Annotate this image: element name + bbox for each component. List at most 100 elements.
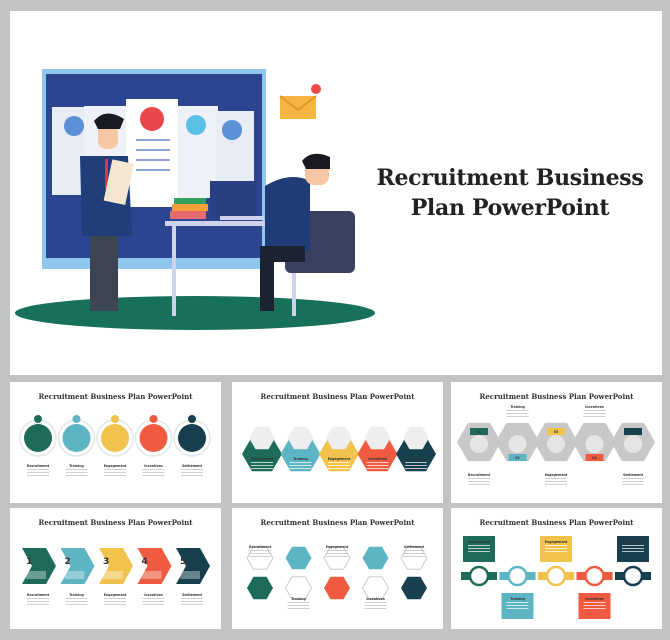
description-line (27, 604, 49, 605)
description-line (622, 478, 644, 479)
description-line (405, 468, 427, 469)
stage-label: Engagement (104, 593, 127, 597)
stage-engagement: Engagement (96, 415, 134, 476)
thumbnail-graphic: 1Recruitment2Training3Engagement4Incenti… (22, 548, 210, 605)
description-line (468, 478, 490, 479)
stage-label: Engagement (104, 464, 127, 468)
stage-label: Engagement (545, 540, 568, 544)
stage-incentives: Incentives (361, 546, 390, 609)
stage-label: Training (293, 457, 308, 461)
description-line (326, 550, 348, 551)
stage-training: Training (280, 426, 321, 472)
description-line (142, 472, 165, 473)
description-line (181, 604, 203, 605)
stage-number: 4 (142, 557, 148, 567)
stage-label: Recruitment (27, 464, 50, 468)
description-line (27, 598, 49, 599)
description-line (506, 608, 529, 609)
description-line (65, 472, 88, 473)
description-line (287, 605, 310, 606)
description-line (65, 601, 88, 602)
description-line (403, 553, 425, 554)
slide-thumbnail-circles[interactable]: Recruitment Training Engagement Incentives S… (10, 382, 221, 503)
description-line (142, 601, 165, 602)
description-line (104, 601, 126, 602)
description-line (506, 605, 529, 606)
description-line (366, 462, 389, 463)
description-line (506, 602, 529, 603)
description-line (583, 413, 606, 414)
thumbnail-title: Recruitment Business Plan PowerPoint (38, 392, 193, 401)
description-line (27, 475, 49, 476)
stage-label: Incentives (366, 597, 385, 601)
stage-label: Engagement (545, 473, 568, 477)
stage-label: Recruitment (468, 540, 491, 544)
thumbnail-title: Recruitment Business Plan PowerPoint (479, 392, 634, 401)
stage-label: Incentives (144, 593, 163, 597)
description-line (366, 465, 389, 466)
description-line (65, 475, 88, 476)
stage-label: Recruitment (27, 593, 50, 597)
stage-label: Engagement (326, 545, 349, 549)
description-line (622, 484, 644, 485)
description-line (104, 469, 126, 470)
description-line (468, 551, 490, 552)
title-slide-preview[interactable]: Recruitment Business Plan PowerPoint (10, 11, 662, 375)
stage-code: 01 (477, 430, 481, 434)
stage-label: Settlement (623, 540, 644, 544)
stage-label: Recruitment (468, 473, 491, 477)
description-line (249, 550, 271, 551)
stage-engagement: Engagement (323, 545, 351, 600)
title-line-1: Recruitment Business (376, 165, 644, 191)
stage-recruitment: Recruitment (19, 415, 57, 476)
description-line (328, 465, 350, 466)
description-line (545, 478, 567, 479)
stage-label: Training (69, 464, 84, 468)
stage-label: Settlement (182, 464, 203, 468)
description-line (583, 608, 606, 609)
description-line (181, 475, 203, 476)
thumbnail-graphic: RecruitmentTrainingEngagementIncentivesS… (461, 536, 651, 619)
description-line (104, 604, 126, 605)
stage-label: Recruitment (251, 457, 274, 461)
description-line (65, 469, 88, 470)
description-line (583, 605, 606, 606)
stage-number: 3 (103, 557, 109, 567)
stage-number: 2 (65, 557, 71, 567)
candidate-figure (260, 153, 355, 311)
description-line (289, 465, 312, 466)
description-line (583, 416, 606, 417)
description-line (328, 462, 350, 463)
description-line (405, 462, 427, 463)
description-line (181, 469, 203, 470)
description-line (622, 551, 644, 552)
description-line (326, 556, 348, 557)
description-line (287, 602, 310, 603)
stage-engagement: Engagement (538, 536, 574, 587)
recruitment-illustration (15, 69, 375, 330)
stage-recruitment: Recruitment (246, 545, 274, 600)
description-line (249, 556, 271, 557)
stage-label: Recruitment (249, 545, 272, 549)
recruiter-figure (80, 113, 134, 311)
description-line (328, 468, 350, 469)
stage-incentives: Incentives (134, 415, 173, 476)
stage-recruitment: Recruitment (461, 536, 497, 587)
description-line (251, 465, 273, 466)
description-line (364, 605, 387, 606)
thumbnail-graphic: RecruitmentTrainingEngagementIncentivesS… (246, 545, 428, 609)
stage-label: Training (291, 597, 306, 601)
stage-label: Incentives (144, 464, 163, 468)
slide-title: Recruitment Business Plan PowerPoint (370, 163, 650, 223)
